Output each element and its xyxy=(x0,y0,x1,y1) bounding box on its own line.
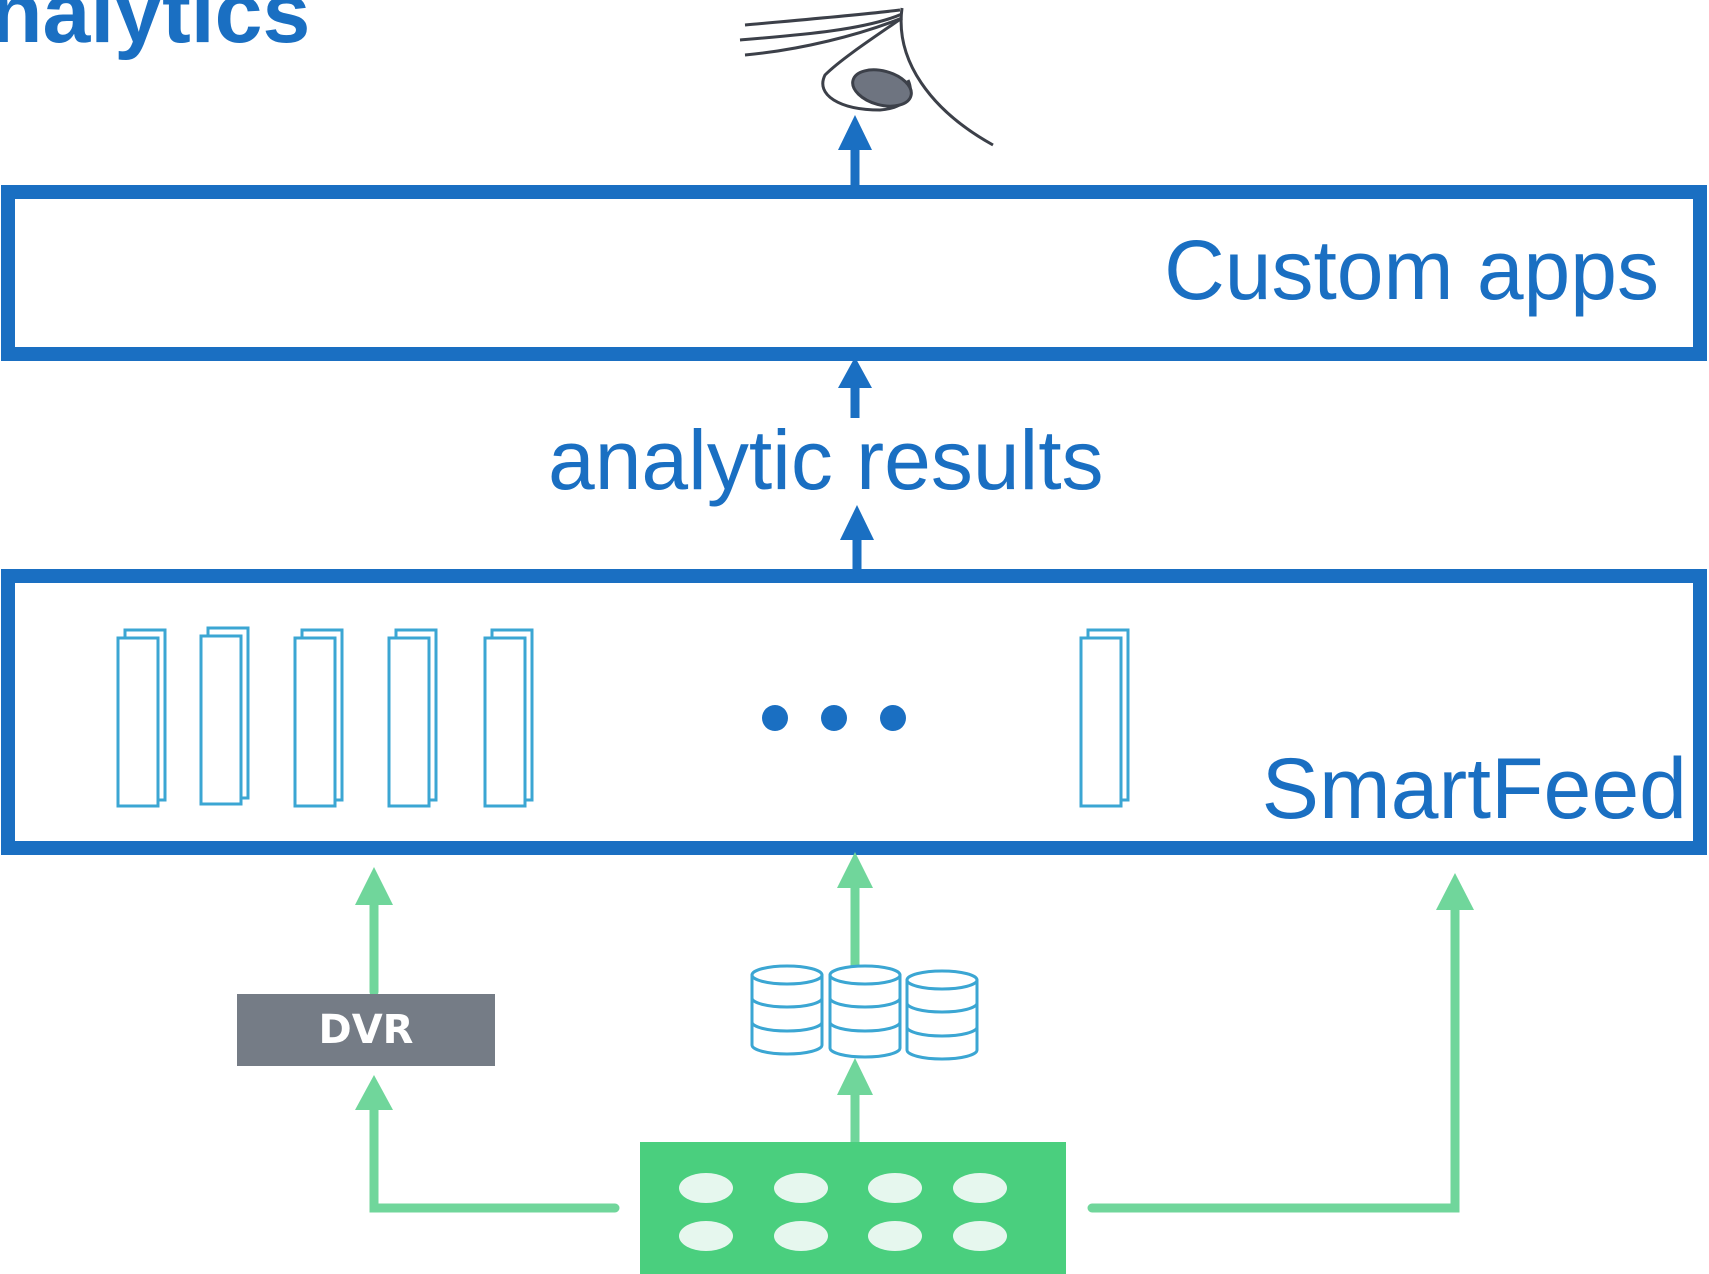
analytic-results-label: analytic results xyxy=(548,413,1104,507)
dvr-box xyxy=(237,994,495,1066)
camera-array-icon xyxy=(640,1142,1066,1274)
ellipsis-icon xyxy=(762,705,906,731)
arrow-camera-to-smartfeed xyxy=(1087,895,1460,1213)
green-arrows xyxy=(369,870,1460,1213)
smartfeed-box xyxy=(1,569,1707,855)
eye-icon xyxy=(739,7,994,147)
smartfeed-label: SmartFeed xyxy=(1261,741,1687,837)
database-icon xyxy=(750,964,979,1061)
custom-apps-label: Custom apps xyxy=(1164,223,1659,317)
frame-stack-icon xyxy=(116,626,1130,808)
arrow-camera-to-dvr xyxy=(369,1093,620,1213)
title-fragment: nalytics xyxy=(0,0,311,61)
dvr-label: DVR xyxy=(318,1007,414,1053)
custom-apps-box xyxy=(1,185,1707,361)
